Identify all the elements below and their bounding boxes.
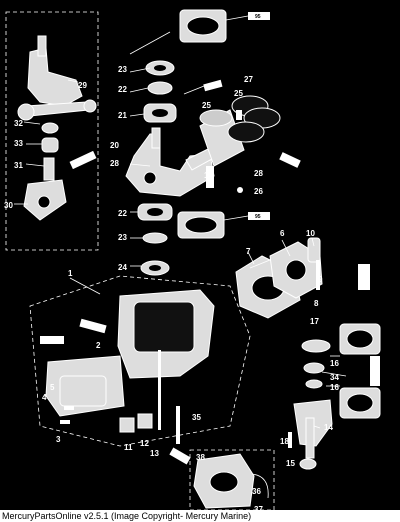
- callout-23-top: 23: [118, 65, 127, 74]
- callout-21-top: 21: [118, 111, 127, 120]
- crankshaft: [125, 127, 215, 197]
- callout-8: 8: [314, 299, 319, 308]
- callout-38: 38: [196, 453, 205, 462]
- callout-26: 27: [244, 75, 253, 84]
- callout-9: 9: [318, 275, 323, 284]
- seal-mid: 95: [177, 211, 270, 239]
- callout-12: 12: [140, 439, 149, 448]
- callout-31: 31: [14, 161, 23, 170]
- callout-1: 1: [68, 269, 73, 278]
- callout-32: 32: [14, 119, 23, 128]
- tag-95-mid: 95: [255, 214, 261, 220]
- callout-30: 30: [4, 201, 13, 210]
- callout-36: 36: [252, 487, 261, 496]
- callout-2: 2: [96, 341, 101, 350]
- callout-7: 7: [246, 247, 251, 256]
- callout-4: 4: [42, 393, 47, 402]
- callout-28: 28: [110, 159, 119, 168]
- callout-6: 6: [280, 229, 285, 238]
- callout-11: 11: [124, 443, 133, 452]
- clips: [60, 406, 153, 433]
- callout-33: 33: [14, 139, 23, 148]
- bearing-stack-upper: [143, 60, 223, 123]
- rod-kit-parts: [17, 35, 97, 221]
- image-caption: MercuryPartsOnline v2.5.1 (Image Copyrig…: [0, 510, 400, 522]
- callout-labels: 23 22 21 20 28 22 23 24 25 25 27 19 28 2…: [4, 65, 339, 514]
- callout-22-top: 22: [118, 85, 127, 94]
- callout-21-bottom: 22: [118, 209, 127, 218]
- caption-text: MercuryPartsOnline v2.5.1 (Image Copyrig…: [2, 511, 252, 521]
- callout-17: 17: [310, 317, 319, 326]
- callout-24: 25: [202, 101, 211, 110]
- callout-10: 10: [306, 229, 315, 238]
- callout-14: 14: [324, 423, 333, 432]
- callout-27: 28: [254, 169, 263, 178]
- tag-95-top: 95: [255, 14, 261, 20]
- callout-20: 20: [110, 141, 119, 150]
- rod-kit-dashed-box: [5, 11, 99, 251]
- seal-top: 95: [179, 9, 270, 43]
- tube-35: [176, 406, 180, 444]
- callout-15: 15: [286, 459, 295, 468]
- callout-34: 34: [330, 373, 339, 382]
- shaft-long: [158, 350, 161, 430]
- lube-tube-icon: [248, 12, 270, 20]
- right-seals: [339, 264, 381, 419]
- piston-assembly: [199, 95, 301, 193]
- callout-5: 5: [50, 383, 55, 392]
- callout-16-top: 16: [330, 359, 339, 368]
- callout-16-bottom: 16: [330, 383, 339, 392]
- callout-37: 37: [254, 505, 263, 514]
- callout-13: 13: [150, 449, 159, 458]
- callout-19: 19: [204, 171, 213, 180]
- crankcase-block: [29, 275, 251, 447]
- callout-25-bottom: 26: [254, 187, 263, 196]
- leader-lines: [14, 31, 347, 429]
- callout-25-top: 25: [234, 89, 243, 98]
- callout-29: 29: [78, 81, 87, 90]
- bearing-stack-lower: [137, 203, 173, 276]
- housing-right: [269, 237, 323, 299]
- callout-35: 35: [192, 413, 201, 422]
- drive-shaft-parts: [288, 339, 333, 470]
- lower-inset: [169, 447, 275, 511]
- callout-3: 3: [56, 435, 61, 444]
- callout-18: 18: [280, 437, 289, 446]
- callout-22-bottom: 23: [118, 233, 127, 242]
- callout-23-bottom: 24: [118, 263, 127, 272]
